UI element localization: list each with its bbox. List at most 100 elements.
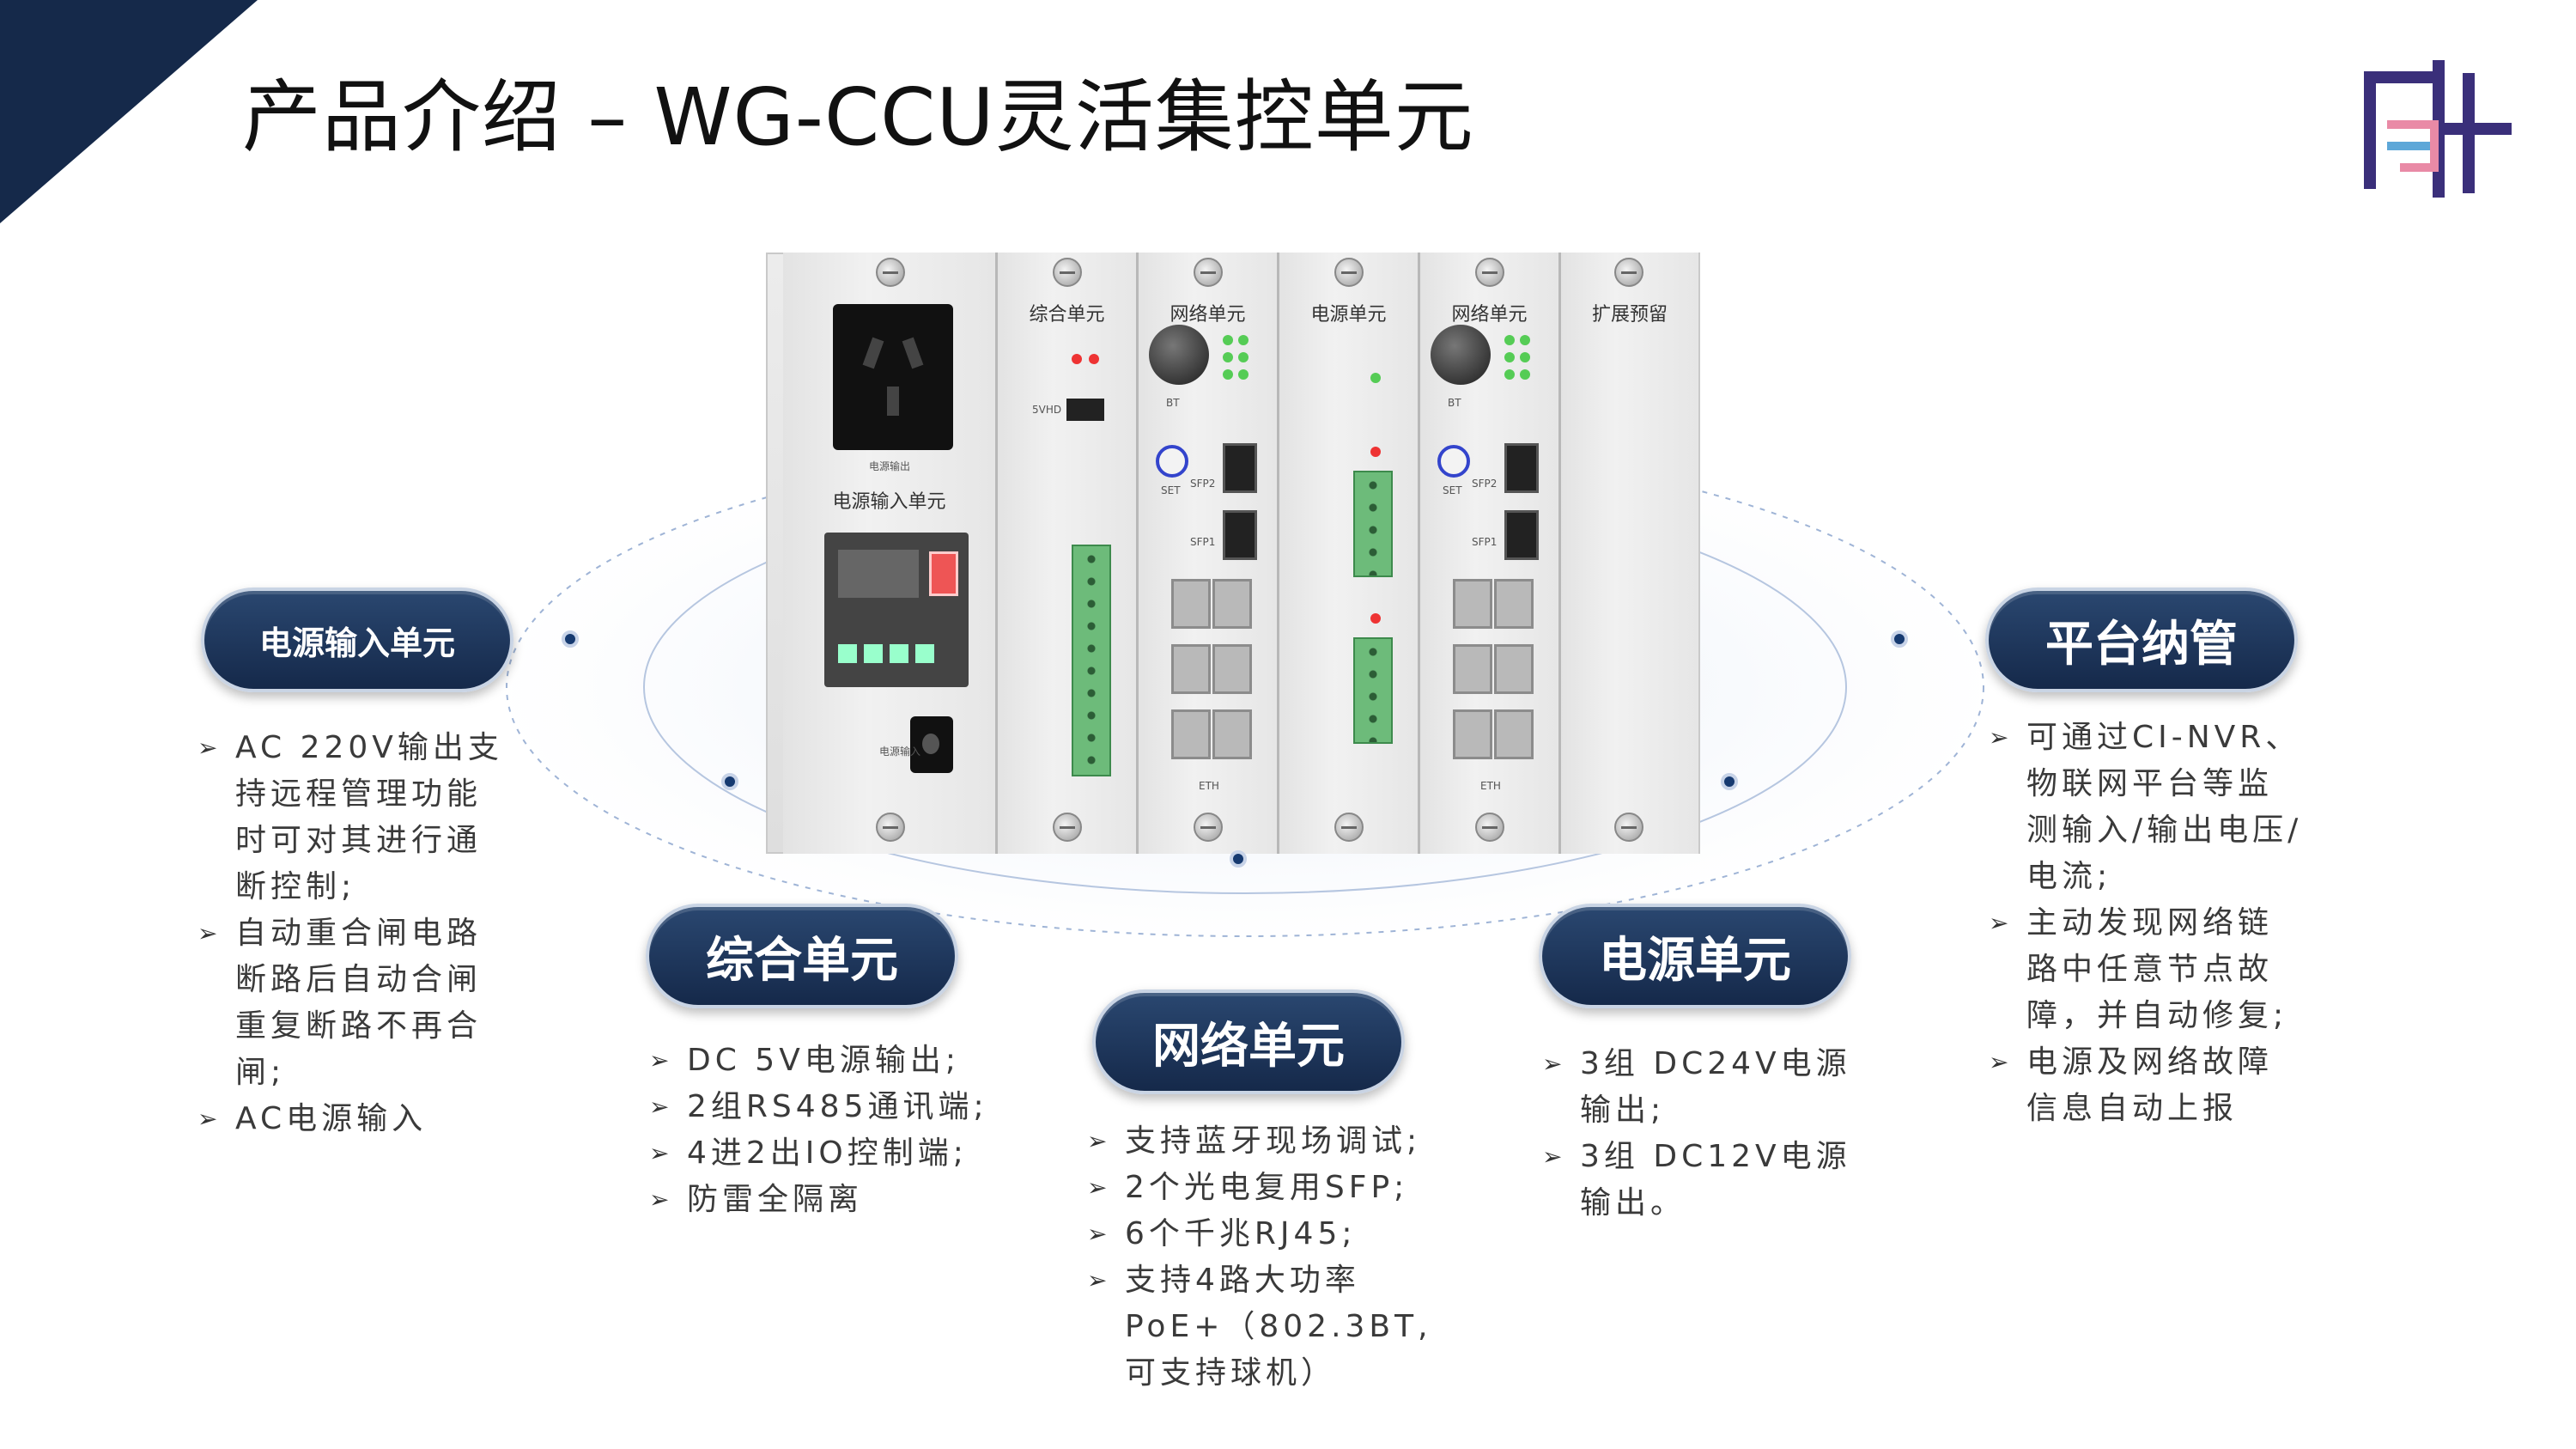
screw-icon (1475, 258, 1504, 287)
status-led (1370, 613, 1381, 624)
bluetooth-button[interactable] (1437, 445, 1470, 478)
module-network-1: 网络单元 BT SET SFP2 SFP1 ETH (1139, 253, 1279, 854)
rj45-port (1171, 644, 1211, 694)
screw-icon (876, 258, 905, 287)
knob-icon (1149, 325, 1209, 385)
list-item: 2组RS485通讯端; (649, 1084, 1010, 1130)
set-label: SET (1443, 484, 1462, 496)
list-item: 自动重合闸电路断路后自动合闸重复断路不再合闸; (197, 910, 515, 1096)
screw-icon (1194, 258, 1223, 287)
status-led (1520, 335, 1530, 345)
rj45-port (1212, 709, 1252, 759)
list-item: 电源及网络故障信息自动上报 (1989, 1039, 2306, 1132)
list-item: AC电源输入 (197, 1096, 515, 1142)
module-label: 网络单元 (1451, 304, 1528, 326)
rj45-port (1453, 644, 1492, 694)
list-item: 主动发现网络链路中任意节点故障，并自动修复; (1989, 900, 2306, 1039)
status-led (1223, 352, 1233, 362)
pill-platform: 平台纳管 (1985, 588, 2298, 692)
connector-dot (1721, 773, 1738, 790)
list-item: 6个千兆RJ45; (1087, 1211, 1431, 1257)
status-led (1238, 335, 1249, 345)
power-input-connector (910, 716, 953, 773)
screw-icon (1053, 258, 1082, 287)
rj45-port (1171, 709, 1211, 759)
status-led (1520, 352, 1530, 362)
module-power-input: 电源输出 电源输入单元 电源输入 (783, 253, 998, 854)
list-item: 3组 DC24V电源输出; (1542, 1041, 1868, 1134)
status-led (1520, 369, 1530, 380)
sfp-port (1504, 510, 1539, 560)
list-power-input: AC 220V输出支持远程管理功能时可对其进行通断控制; 自动重合闸电路断路后自… (197, 725, 515, 1142)
list-item: 可通过CI-NVR、物联网平台等监测输入/输出电压/电流; (1989, 715, 2306, 900)
sfp-port (1223, 443, 1257, 493)
rj45-port (1494, 709, 1534, 759)
pill-integrated: 综合单元 (646, 904, 958, 1008)
sfp2-label: SFP2 (1190, 478, 1216, 490)
connector-dot (562, 630, 579, 648)
sfp-port (1223, 510, 1257, 560)
rj45-port (1494, 579, 1534, 629)
eth-label: ETH (1199, 780, 1219, 792)
list-item: 4进2出IO控制端; (649, 1130, 1010, 1177)
status-led (1370, 447, 1381, 457)
sfp2-label: SFP2 (1472, 478, 1498, 490)
knob-icon (1431, 325, 1491, 385)
bluetooth-button[interactable] (1156, 445, 1188, 478)
list-power: 3组 DC24V电源输出; 3组 DC12V电源输出。 (1542, 1041, 1868, 1227)
rj45-port (1212, 644, 1252, 694)
terminal-block (1353, 637, 1393, 744)
module-network-2: 网络单元 BT SET SFP2 SFP1 ETH (1420, 253, 1561, 854)
status-led (1238, 369, 1249, 380)
ccu-device: 电源输出 电源输入单元 电源输入 综合单元 5VHD 网络单元 BT (766, 253, 1700, 854)
list-item: AC 220V输出支持远程管理功能时可对其进行通断控制; (197, 725, 515, 910)
screw-icon (1475, 813, 1504, 842)
module-label: 综合单元 (1029, 304, 1105, 326)
module-reserved: 扩展预留 (1561, 253, 1698, 854)
pill-power-input: 电源输入单元 (201, 588, 513, 692)
status-led (1504, 352, 1515, 362)
pill-network: 网络单元 (1092, 989, 1405, 1094)
module-integrated: 综合单元 5VHD (998, 253, 1139, 854)
list-platform: 可通过CI-NVR、物联网平台等监测输入/输出电压/电流; 主动发现网络链路中任… (1989, 715, 2306, 1132)
module-label: 扩展预留 (1591, 304, 1668, 326)
list-integrated: DC 5V电源输出; 2组RS485通讯端; 4进2出IO控制端; 防雷全隔离 (649, 1038, 1010, 1223)
screw-icon (1614, 813, 1643, 842)
ac-socket (833, 304, 953, 450)
screw-icon (1614, 258, 1643, 287)
sfp1-label: SFP1 (1472, 536, 1498, 548)
rj45-port (1453, 579, 1492, 629)
corner-decoration (0, 0, 258, 223)
screw-icon (876, 813, 905, 842)
rj45-port (1453, 709, 1492, 759)
socket-label: 电源输出 (869, 460, 911, 472)
module-label: 网络单元 (1170, 304, 1246, 326)
status-led (1223, 335, 1233, 345)
bt-label: BT (1448, 397, 1461, 409)
sfp-port (1504, 443, 1539, 493)
bt-label: BT (1166, 397, 1180, 409)
terminal-block (1072, 545, 1111, 776)
list-item: 支持蓝牙现场调试; (1087, 1118, 1431, 1165)
module-label: 电源单元 (1310, 304, 1387, 326)
connector-dot (1891, 630, 1908, 648)
pill-power: 电源单元 (1539, 904, 1851, 1008)
list-network: 支持蓝牙现场调试; 2个光电复用SFP; 6个千兆RJ45; 支持4路大功率Po… (1087, 1118, 1431, 1397)
usb-port (1066, 399, 1104, 421)
connector-dot (721, 773, 738, 790)
rj45-port (1494, 644, 1534, 694)
screw-icon (1053, 813, 1082, 842)
rj45-port (1171, 579, 1211, 629)
list-item: 2个光电复用SFP; (1087, 1165, 1431, 1211)
set-label: SET (1161, 484, 1181, 496)
input-label: 电源输入 (879, 746, 921, 758)
list-item: 支持4路大功率PoE+（802.3BT,可支持球机） (1087, 1257, 1431, 1397)
breaker-panel (824, 533, 969, 687)
list-item: 防雷全隔离 (649, 1177, 1010, 1223)
sfp1-label: SFP1 (1190, 536, 1216, 548)
list-item: DC 5V电源输出; (649, 1038, 1010, 1084)
module-power: 电源单元 (1279, 253, 1420, 854)
screw-icon (1194, 813, 1223, 842)
breaker-switch[interactable] (929, 551, 958, 596)
status-led (1370, 373, 1381, 383)
